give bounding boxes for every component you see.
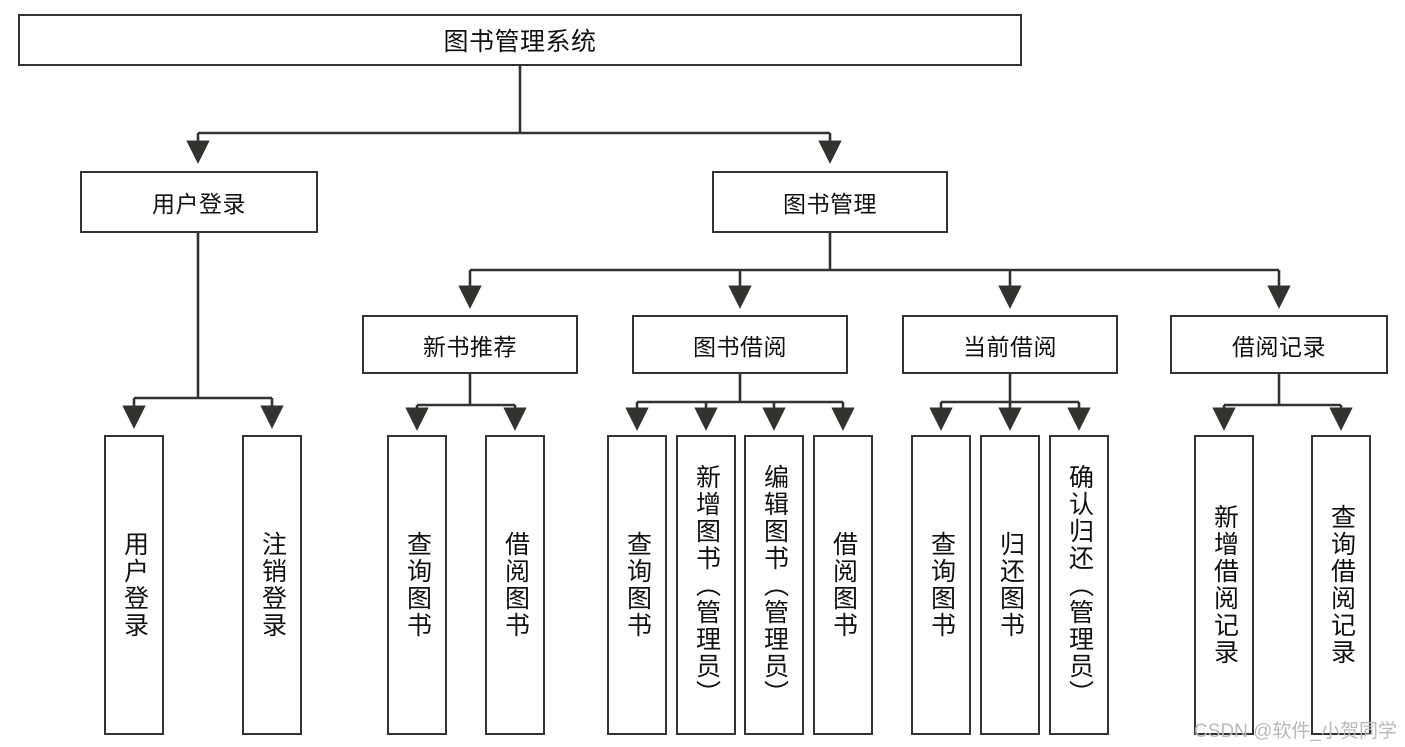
node-leaf-confirm-return-label: 确认归还（管理员） xyxy=(1065,463,1094,707)
node-leaf-edit-book[interactable]: 编辑图书（管理员） xyxy=(744,435,804,735)
node-current-borrow[interactable]: 当前借阅 xyxy=(902,315,1118,374)
node-leaf-user-login[interactable]: 用户登录 xyxy=(104,435,164,735)
node-leaf-borrow-book-1-label: 借阅图书 xyxy=(501,531,530,639)
node-leaf-borrow-book-1[interactable]: 借阅图书 xyxy=(485,435,545,735)
node-book-management-label: 图书管理 xyxy=(783,191,877,217)
node-new-book-recommend[interactable]: 新书推荐 xyxy=(362,315,578,374)
node-user-login[interactable]: 用户登录 xyxy=(80,171,318,233)
node-leaf-user-login-label: 用户登录 xyxy=(120,531,149,639)
node-leaf-add-book[interactable]: 新增图书（管理员） xyxy=(676,435,736,735)
node-book-borrow-label: 图书借阅 xyxy=(693,333,787,360)
node-leaf-query-book-3[interactable]: 查询图书 xyxy=(911,435,971,735)
node-leaf-borrow-book-2-label: 借阅图书 xyxy=(829,531,858,639)
node-borrow-record-label: 借阅记录 xyxy=(1232,333,1326,360)
node-leaf-logout-login[interactable]: 注销登录 xyxy=(242,435,302,735)
node-current-borrow-label: 当前借阅 xyxy=(963,333,1057,360)
node-leaf-query-book-2[interactable]: 查询图书 xyxy=(607,435,667,735)
node-leaf-return-book[interactable]: 归还图书 xyxy=(980,435,1040,735)
node-leaf-add-record[interactable]: 新增借阅记录 xyxy=(1194,435,1254,735)
node-leaf-add-book-label: 新增图书（管理员） xyxy=(692,463,721,707)
node-leaf-return-book-label: 归还图书 xyxy=(996,531,1025,639)
node-borrow-record[interactable]: 借阅记录 xyxy=(1170,315,1388,374)
csdn-watermark: CSDN @软件_小贺同学 xyxy=(1194,721,1397,742)
node-root-system[interactable]: 图书管理系统 xyxy=(18,14,1022,66)
node-leaf-confirm-return[interactable]: 确认归还（管理员） xyxy=(1049,435,1109,735)
node-leaf-borrow-book-2[interactable]: 借阅图书 xyxy=(813,435,873,735)
node-book-management[interactable]: 图书管理 xyxy=(712,171,948,233)
node-leaf-query-book-3-label: 查询图书 xyxy=(927,531,956,639)
node-user-login-label: 用户登录 xyxy=(152,191,246,217)
node-leaf-query-book-1-label: 查询图书 xyxy=(403,531,432,639)
node-new-book-recommend-label: 新书推荐 xyxy=(423,333,517,360)
node-book-borrow[interactable]: 图书借阅 xyxy=(632,315,848,374)
node-leaf-query-record[interactable]: 查询借阅记录 xyxy=(1311,435,1371,735)
node-leaf-query-book-2-label: 查询图书 xyxy=(623,531,652,639)
node-leaf-edit-book-label: 编辑图书（管理员） xyxy=(760,463,789,707)
node-leaf-query-book-1[interactable]: 查询图书 xyxy=(387,435,447,735)
node-root-system-label: 图书管理系统 xyxy=(443,28,597,56)
node-leaf-logout-login-label: 注销登录 xyxy=(258,531,287,639)
node-leaf-query-record-label: 查询借阅记录 xyxy=(1327,504,1356,666)
node-leaf-add-record-label: 新增借阅记录 xyxy=(1210,504,1239,666)
